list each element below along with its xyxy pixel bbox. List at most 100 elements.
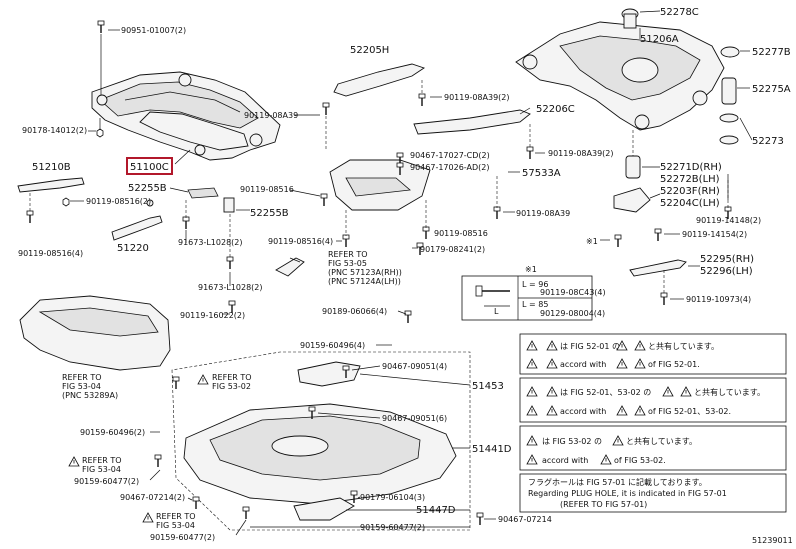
note1-en-b: of FIG 52-01. — [648, 360, 700, 369]
bolt-icon — [342, 234, 350, 248]
label-star1: ※1 — [586, 237, 598, 246]
label-51206a: 51206A — [640, 34, 679, 45]
bolt-icon — [26, 210, 34, 224]
label-91673-l1028-b: 91673-L1028(2) — [198, 283, 262, 292]
highlight-51100c — [126, 157, 173, 175]
bolt-icon — [320, 193, 328, 207]
refer-57123-line3: (PNC 57123A(RH)) — [328, 268, 402, 277]
label-90467-07214-a: 90467-07214(2) — [120, 493, 185, 502]
label-90119-08a39-c: 90119-08A39(2) — [548, 149, 614, 158]
label-90119-08a39-d: 90119-08A39 — [516, 209, 570, 218]
bolt-icon — [660, 292, 668, 306]
bolt-icon — [422, 226, 430, 240]
bolt-icon — [526, 146, 534, 160]
label-51453: 51453 — [472, 381, 504, 392]
label-52271d: 52271D(RH) — [660, 162, 722, 173]
refer-5304a-line2: FIG 53-04 — [82, 465, 121, 474]
label-90159-60477-a: 90159-60477(2) — [74, 477, 139, 486]
cover-51447d — [293, 497, 355, 521]
refer-53894-line3: (PNC 53289A) — [62, 391, 118, 400]
bolt-icon — [654, 228, 662, 242]
plate-52255b — [187, 187, 219, 199]
refer-53894-line1: REFER TO — [62, 373, 102, 382]
label-51210b: 51210B — [32, 162, 71, 173]
bolt-drawing-icon — [475, 285, 483, 297]
warning-icon — [197, 374, 209, 385]
bracket-51210b — [17, 177, 85, 193]
label-52205h: 52205H — [350, 45, 389, 56]
label-52206c: 52206C — [536, 104, 575, 115]
label-90467-09051-a: 90467-09051(4) — [382, 362, 447, 371]
note4-ref: (REFER TO FIG 57-01) — [560, 500, 647, 509]
label-90119-10973: 90119-10973(4) — [686, 295, 751, 304]
leader-lines — [70, 10, 750, 536]
label-52255b-2: 52255B — [250, 208, 289, 219]
label-52275a: 52275A — [752, 84, 791, 95]
refer-5302-line2: FIG 53-02 — [212, 382, 251, 391]
label-90119-08516-4a: 90119-08516(4) — [18, 249, 83, 258]
label-90159-60496-a: 90159-60496(4) — [300, 341, 365, 350]
refer-5304b-line2: FIG 53-04 — [156, 521, 195, 530]
label-90467-09051-b: 90467-09051(6) — [382, 414, 447, 423]
note4-jp: フラグホールは FIG 57-01 に記載しております。 — [528, 477, 707, 487]
bracket-52203f — [613, 187, 651, 213]
brace-52206c — [413, 109, 531, 135]
part-labels: 90951-01007(2) 90178-14012(2) 51100C 512… — [18, 7, 791, 542]
note1-jp-a: は FIG 52-01 の — [560, 342, 620, 351]
label-52277b: 52277B — [752, 47, 791, 58]
note3-en-b: of FIG 53-02. — [614, 456, 666, 465]
label-52203f: 52203F(RH) — [660, 186, 720, 197]
label-90119-08a39-b: 90119-08A39(2) — [444, 93, 510, 102]
notes-panel: は FIG 52-01 の と共有しています。 accord with of F… — [519, 333, 787, 513]
bolt-icon — [322, 102, 330, 116]
nut-icon — [96, 128, 104, 138]
label-52278c: 52278C — [660, 7, 699, 18]
note3-jp-b: と共有しています。 — [626, 436, 697, 446]
label-57533a: 57533A — [522, 168, 561, 179]
note-box-3 — [519, 425, 787, 471]
note2-en-b: of FIG 52-01、53-02. — [648, 407, 731, 416]
note3-en-a: accord with — [542, 456, 588, 465]
bolt-length-table: ※1 L L = 96 90119-08C43(4) L = 85 90129-… — [461, 265, 606, 321]
cushion-52277b — [720, 46, 740, 58]
washer-52273 — [719, 113, 739, 123]
label-51220: 51220 — [117, 243, 149, 254]
refer-5304a-line1: REFER TO — [82, 456, 122, 465]
note1-jp-b: と共有しています。 — [648, 341, 719, 351]
bolt-icon — [226, 256, 234, 270]
label-52204c: 52204C(LH) — [660, 198, 720, 209]
refer-57123-line1: REFER TO — [328, 250, 368, 259]
brace-52295 — [629, 259, 687, 277]
table-row1-part: 90119-08C43(4) — [540, 288, 606, 297]
washer-icon — [146, 199, 154, 207]
bracket-57123a — [275, 257, 305, 277]
note-box-4 — [519, 473, 787, 513]
stopper-52271d — [625, 155, 641, 179]
cover-51453 — [297, 361, 361, 387]
note-box-2 — [519, 377, 787, 423]
brace-51220 — [111, 215, 163, 241]
rear-suspension-member — [515, 8, 725, 131]
label-52295: 52295(RH) — [700, 254, 754, 265]
label-52296: 52296(LH) — [700, 266, 753, 277]
label-90119-08516-a: 90119-08516 — [240, 185, 294, 194]
label-51441d: 51441D — [472, 444, 512, 455]
figure-code: 51239011 — [752, 536, 793, 545]
bolt-icon — [172, 376, 180, 390]
note1-en-a: accord with — [560, 360, 606, 369]
label-90467-17027: 90467-17027-CD(2) — [410, 151, 490, 160]
table-row1-length: L = 96 — [522, 280, 548, 289]
label-90179-06104: 90179-06104(3) — [360, 493, 425, 502]
bolt-icon — [182, 216, 190, 230]
bolt-icon — [154, 454, 162, 468]
label-90189-06066: 90189-06066(4) — [322, 307, 387, 316]
note2-en-a: accord with — [560, 407, 606, 416]
refer-57123-line4: (PNC 57124A(LH)) — [328, 277, 401, 286]
label-52273: 52273 — [752, 136, 784, 147]
bolt-icon — [404, 310, 412, 324]
bolt-icon — [493, 206, 501, 220]
label-51447d: 51447D — [416, 505, 456, 516]
bolt-icon — [192, 496, 200, 510]
refer-53894-line2: FIG 53-04 — [62, 382, 101, 391]
